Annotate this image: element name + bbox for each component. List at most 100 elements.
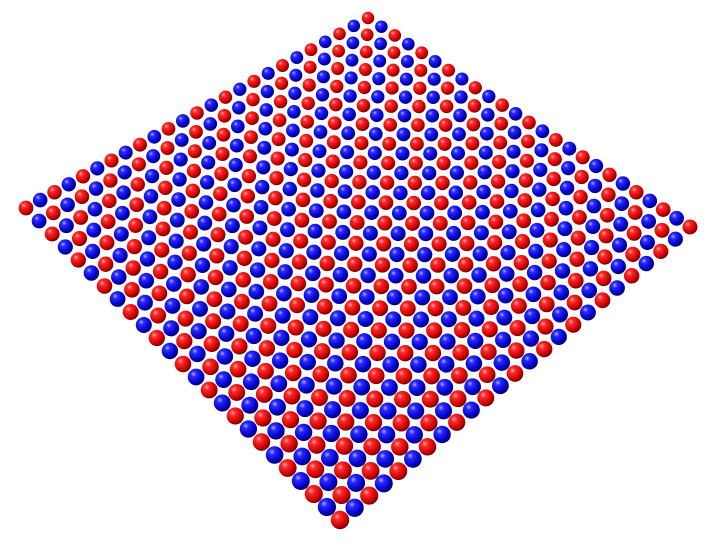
red-atom xyxy=(426,322,443,339)
blue-atom xyxy=(288,86,302,100)
blue-atom xyxy=(345,53,359,67)
red-atom xyxy=(378,195,394,210)
blue-atom xyxy=(370,108,384,122)
red-atom xyxy=(514,234,531,250)
blue-atom xyxy=(348,449,367,468)
blue-atom xyxy=(317,497,337,517)
red-atom xyxy=(102,193,117,209)
blue-atom xyxy=(281,201,296,217)
red-atom xyxy=(381,156,396,171)
red-atom xyxy=(129,197,145,213)
red-atom xyxy=(437,136,452,151)
blue-atom xyxy=(143,189,159,204)
red-atom xyxy=(255,385,273,403)
red-atom xyxy=(459,236,475,252)
blue-atom xyxy=(528,243,544,259)
blue-atom xyxy=(419,205,435,221)
red-atom xyxy=(463,175,478,190)
red-atom xyxy=(189,125,203,139)
red-atom xyxy=(319,255,335,272)
red-atom xyxy=(373,278,390,295)
blue-atom xyxy=(360,267,376,284)
red-atom xyxy=(569,251,585,267)
blue-atom xyxy=(268,398,286,416)
red-atom xyxy=(351,194,366,210)
red-atom xyxy=(566,294,583,311)
blue-atom xyxy=(437,356,455,373)
red-atom xyxy=(239,209,255,224)
blue-atom xyxy=(291,472,310,490)
red-atom xyxy=(179,288,195,305)
blue-atom xyxy=(270,375,288,393)
blue-atom xyxy=(147,129,162,144)
red-atom xyxy=(71,230,88,247)
blue-atom xyxy=(471,267,487,283)
red-atom xyxy=(546,171,561,187)
blue-atom xyxy=(500,245,516,261)
blue-atom xyxy=(201,155,216,170)
blue-atom xyxy=(239,420,258,438)
red-atom xyxy=(601,187,616,203)
blue-atom xyxy=(219,303,236,320)
red-atom xyxy=(103,173,118,188)
blue-atom xyxy=(307,223,323,239)
red-atom xyxy=(374,257,391,273)
red-atom xyxy=(537,318,554,335)
red-atom xyxy=(548,132,563,147)
red-atom xyxy=(260,317,277,334)
blue-atom xyxy=(316,70,330,84)
red-atom xyxy=(330,510,350,530)
red-atom xyxy=(294,212,310,228)
red-atom xyxy=(271,132,286,147)
blue-atom xyxy=(609,280,625,296)
blue-atom xyxy=(223,239,239,255)
red-atom xyxy=(488,214,504,230)
red-atom xyxy=(295,192,311,208)
blue-atom xyxy=(329,310,346,327)
red-atom xyxy=(272,113,287,128)
blue-atom xyxy=(203,117,218,131)
blue-atom xyxy=(174,133,189,147)
blue-atom xyxy=(278,243,294,259)
blue-atom xyxy=(582,261,599,277)
red-atom xyxy=(307,436,326,454)
red-atom xyxy=(453,322,471,339)
blue-atom xyxy=(444,246,461,262)
red-atom xyxy=(215,146,230,162)
blue-atom xyxy=(171,192,186,207)
blue-atom xyxy=(534,143,549,158)
blue-atom xyxy=(247,305,264,322)
red-atom xyxy=(407,175,422,191)
blue-atom xyxy=(193,279,210,295)
blue-atom xyxy=(639,234,655,250)
blue-atom xyxy=(168,233,184,249)
red-atom xyxy=(158,180,173,196)
red-atom xyxy=(574,169,589,185)
red-atom xyxy=(492,154,507,169)
red-atom xyxy=(536,340,553,358)
blue-atom xyxy=(87,201,103,217)
red-atom xyxy=(547,152,562,167)
blue-atom xyxy=(115,205,130,221)
blue-atom xyxy=(481,108,495,122)
blue-atom xyxy=(401,37,415,51)
red-atom xyxy=(304,484,323,504)
red-atom xyxy=(304,43,318,57)
blue-atom xyxy=(373,54,387,68)
red-atom xyxy=(489,194,505,209)
blue-atom xyxy=(362,225,378,241)
red-atom xyxy=(131,157,146,172)
blue-atom xyxy=(615,176,631,191)
blue-atom xyxy=(172,172,187,187)
blue-atom xyxy=(418,226,434,242)
blue-atom xyxy=(434,402,453,420)
red-atom xyxy=(229,360,247,378)
red-atom xyxy=(344,299,361,316)
blue-atom xyxy=(554,263,571,279)
blue-atom xyxy=(357,311,374,327)
blue-atom xyxy=(303,287,320,303)
blue-atom xyxy=(504,183,519,199)
red-atom xyxy=(385,81,399,95)
red-atom xyxy=(545,191,560,207)
red-atom xyxy=(448,413,466,431)
